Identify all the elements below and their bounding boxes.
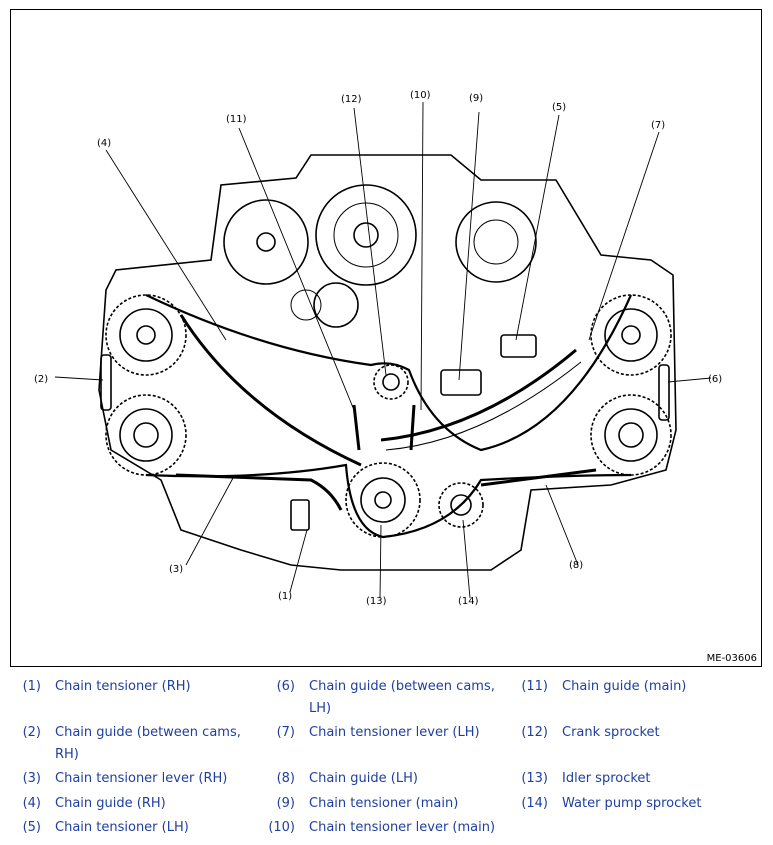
- legend-item: (1) Chain tensioner (RH): [5, 676, 255, 698]
- legend-label: Crank sprocket: [562, 725, 660, 740]
- legend-number: (9): [276, 796, 295, 811]
- legend-label: Chain guide (main): [562, 679, 687, 694]
- chain-guide-rh-shape: [179, 314, 362, 467]
- callout-4: (4): [97, 138, 111, 149]
- legend-number: (13): [521, 771, 548, 786]
- cam-sprocket-rh-lower: [105, 394, 187, 476]
- legend-item: (7) Chain tensioner lever (LH): [259, 722, 509, 744]
- legend-item: (14) Water pump sprocket: [512, 793, 762, 815]
- legend-item: (12) Crank sprocket: [512, 722, 762, 744]
- legend-number: (14): [521, 796, 548, 811]
- callout-7: (7): [651, 120, 665, 131]
- legend-item: (8) Chain guide (LH): [259, 768, 509, 790]
- callout-12: (12): [341, 94, 362, 105]
- legend-number: (12): [521, 725, 548, 740]
- cam-sprocket-rh-upper: [105, 294, 187, 376]
- chain-tensioner-rh-shape: [290, 499, 310, 531]
- timing-chain: [145, 294, 633, 539]
- legend-number: (4): [22, 796, 41, 811]
- legend-label: Chain guide (RH): [55, 796, 166, 811]
- callout-14: (14): [458, 596, 479, 607]
- legend-item: (11) Chain guide (main): [512, 676, 762, 698]
- legend-label: Chain guide (LH): [309, 771, 418, 786]
- legend-item: (6) Chain guide (between cams, LH): [259, 676, 509, 720]
- legend-item: (3) Chain tensioner lever (RH): [5, 768, 255, 790]
- legend-item: (5) Chain tensioner (LH): [5, 817, 255, 839]
- chain-guide-between-cams-lh-shape: [658, 364, 670, 421]
- chain-tensioner-main-shape: [440, 369, 482, 396]
- engine-drawing: (1) (2) (3) (4) (5) (6) (7) (8) (9) (10)…: [34, 90, 722, 607]
- chain-guide-between-cams-rh-shape: [100, 354, 112, 411]
- callout-1: (1): [278, 591, 292, 602]
- callout-3: (3): [169, 564, 183, 575]
- chain-tensioner-lever-main-shape: [409, 404, 416, 451]
- callout-6: (6): [708, 374, 722, 385]
- legend-label: Idler sprocket: [562, 771, 651, 786]
- engine-timing-chain-figure: (1) (2) (3) (4) (5) (6) (7) (8) (9) (10)…: [10, 9, 762, 667]
- legend-label: Chain tensioner (LH): [55, 820, 189, 835]
- chain-tensioner-lever-rh-shape: [175, 473, 343, 511]
- legend-number: (8): [276, 771, 295, 786]
- legend-item: (4) Chain guide (RH): [5, 793, 255, 815]
- legend-label: Chain guide (between cams, LH): [309, 679, 495, 716]
- legend-number: (11): [521, 679, 548, 694]
- legend-item: (9) Chain tensioner (main): [259, 793, 509, 815]
- callout-13: (13): [366, 596, 387, 607]
- idler-sprocket: [345, 462, 421, 538]
- crank-sprocket: [373, 364, 409, 400]
- legend-item: (13) Idler sprocket: [512, 768, 762, 790]
- legend-number: (10): [268, 820, 295, 835]
- callout-9: (9): [469, 93, 483, 104]
- legend-label: Water pump sprocket: [562, 796, 702, 811]
- legend-item: (2) Chain guide (between cams, RH): [5, 722, 255, 766]
- legend-label: Chain tensioner lever (RH): [55, 771, 228, 786]
- legend-label: Chain tensioner (main): [309, 796, 459, 811]
- legend-number: (6): [276, 679, 295, 694]
- callout-8: (8): [569, 560, 583, 571]
- right-pulley: [455, 201, 537, 283]
- left-pulley: [223, 199, 309, 285]
- water-pump-sprocket: [438, 482, 484, 528]
- alternator: [315, 184, 417, 286]
- legend-label: Chain tensioner (RH): [55, 679, 191, 694]
- legend-number: (5): [22, 820, 41, 835]
- engine-block-outline: [98, 154, 677, 571]
- callout-5: (5): [552, 102, 566, 113]
- chain-tensioner-lh-shape: [500, 334, 537, 358]
- legend-label: Chain guide (between cams, RH): [55, 725, 241, 762]
- legend-number: (7): [276, 725, 295, 740]
- legend-label: Chain tensioner lever (main): [309, 820, 496, 835]
- legend-number: (1): [22, 679, 41, 694]
- legend-number: (2): [22, 725, 41, 740]
- legend-item: (10) Chain tensioner lever (main): [259, 817, 509, 839]
- legend-number: (3): [22, 771, 41, 786]
- callout-10: (10): [410, 90, 431, 101]
- figure-id-label: ME-03606: [706, 653, 757, 664]
- chain-guide-lh-shape: [480, 468, 597, 487]
- callout-11: (11): [226, 114, 247, 125]
- callout-2: (2): [34, 374, 48, 385]
- cam-sprocket-lh-upper: [590, 294, 672, 376]
- chain-tensioner-lever-lh-shape: [380, 348, 577, 442]
- legend-label: Chain tensioner lever (LH): [309, 725, 480, 740]
